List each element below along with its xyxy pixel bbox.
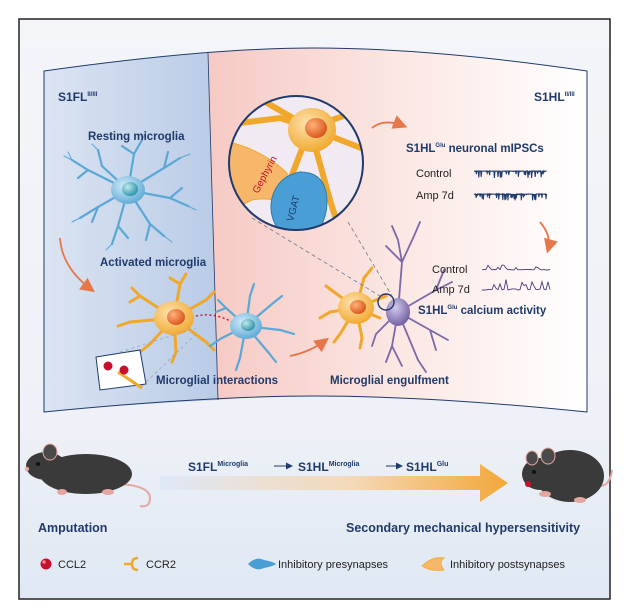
activated-microglia-icon (116, 272, 216, 364)
mipsc-title: S1HLGlu neuronal mIPSCs (406, 143, 544, 155)
legend: CCL2 CCR2 Inhibitory presynapses Inhibit… (40, 556, 565, 572)
legend-ccl2: CCL2 (58, 559, 86, 571)
cortex-outline (43, 47, 588, 413)
synapse-magnifier: Gephyrin VGAT (228, 95, 364, 231)
hypersensitive-mouse-icon (522, 447, 613, 503)
svg-text:S1HLGlu: S1HLGlu (406, 460, 448, 474)
interaction-dots (195, 314, 233, 323)
zoom-line (119, 327, 197, 353)
interacting-microglia-icon (208, 282, 296, 372)
interaction-to-engulf-arrow (289, 337, 329, 357)
mipsc-amp-trace (473, 192, 548, 201)
s1fl-label: S1FLII/III (58, 90, 98, 104)
postsynapse-icon (421, 557, 446, 571)
microglial-interactions-label: Microglial interactions (156, 375, 278, 387)
mipsc-control-trace (473, 169, 547, 179)
ccl2-ccr2-inset (95, 349, 147, 391)
legend-presynapses: Inhibitory presynapses (278, 559, 389, 571)
calcium-amp-label: Amp 7d (432, 284, 470, 296)
pathway-sequence: S1FLMicroglia S1HLMicroglia S1HLGlu (188, 460, 448, 474)
microglial-engulfment-label: Microglial engulfment (330, 375, 449, 387)
to-calcium-arrow (539, 221, 558, 254)
synapse-highlight-circle (377, 293, 395, 311)
amputated-mouse-icon (24, 443, 152, 508)
legend-postsynapses: Inhibitory postsynapses (450, 559, 565, 571)
svg-text:S1HLMicroglia: S1HLMicroglia (298, 460, 360, 474)
calcium-amp-trace (482, 279, 551, 291)
magnifier-line (347, 221, 393, 297)
calcium-control-trace (481, 264, 551, 271)
amputation-label: Amputation (38, 521, 107, 535)
ccr2-icon (124, 556, 139, 572)
resting-microglia-label: Resting microglia (88, 131, 185, 143)
magnifier-line (251, 217, 381, 297)
engulfing-microglia-icon (318, 266, 388, 350)
zoom-line (141, 333, 197, 387)
to-mipsc-arrow (371, 115, 408, 129)
calcium-control-label: Control (432, 264, 467, 276)
presynapse-icon (248, 558, 276, 570)
progression-arrow (160, 464, 508, 502)
activated-microglia-label: Activated microglia (100, 257, 207, 269)
calcium-title: S1HLGlu calcium activity (418, 305, 547, 317)
s1hl-label: S1HLII/III (534, 90, 575, 104)
legend-ccr2: CCR2 (146, 559, 176, 571)
mipsc-control-label: Control (416, 168, 451, 180)
resting-microglia-icon (63, 131, 197, 251)
hypersensitivity-label: Secondary mechanical hypersensitivity (346, 521, 580, 535)
activation-arrow (59, 237, 95, 293)
neuron-icon (371, 221, 453, 373)
svg-text:S1FLMicroglia: S1FLMicroglia (188, 460, 248, 474)
ccl2-icon (40, 558, 52, 570)
mipsc-amp-label: Amp 7d (416, 190, 454, 202)
